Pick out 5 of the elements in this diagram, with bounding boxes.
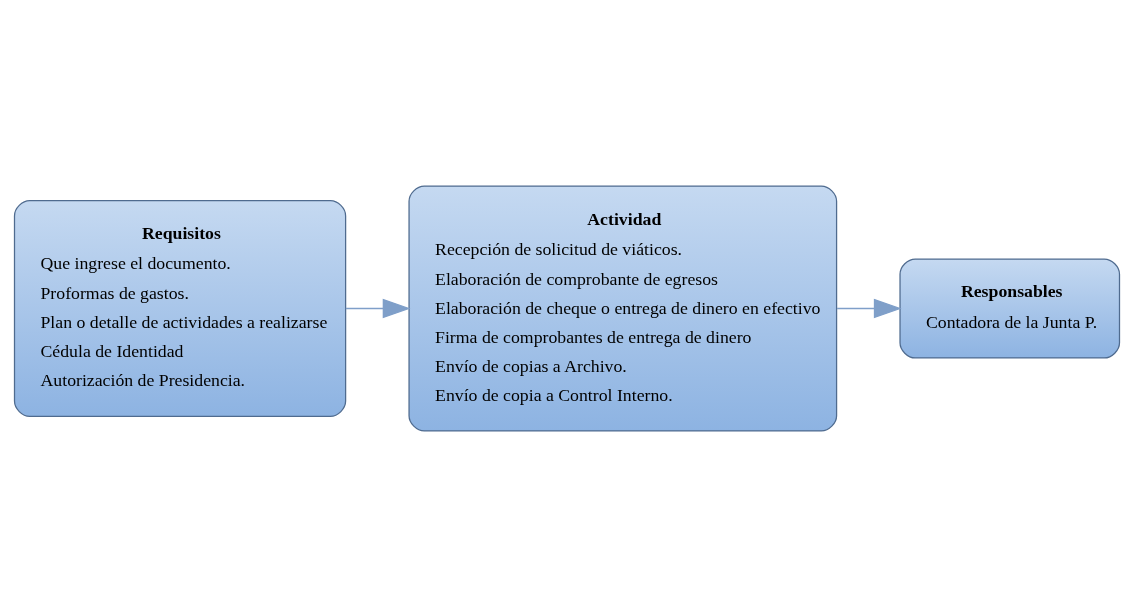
node-box: Responsables Contadora de la Junta P. bbox=[899, 257, 1121, 359]
arrow bbox=[345, 298, 411, 318]
node-box: Requisitos Que ingrese el documento. Proformas de gastos. Plan o detalle de actividades a realizarse Cédula de Identidad Autorización de Presidencia. bbox=[13, 199, 347, 417]
arrow bbox=[836, 298, 902, 318]
node-box: Actividad Recepción de solicitud de viáticos. Elaboración de comprobante de egresos Elaboración de cheque o entrega de dinero en efectivo Firma de comprobantes de entrega de dinero Envío de copias a Archivo. Envío de copia a Control Interno. bbox=[408, 184, 838, 432]
